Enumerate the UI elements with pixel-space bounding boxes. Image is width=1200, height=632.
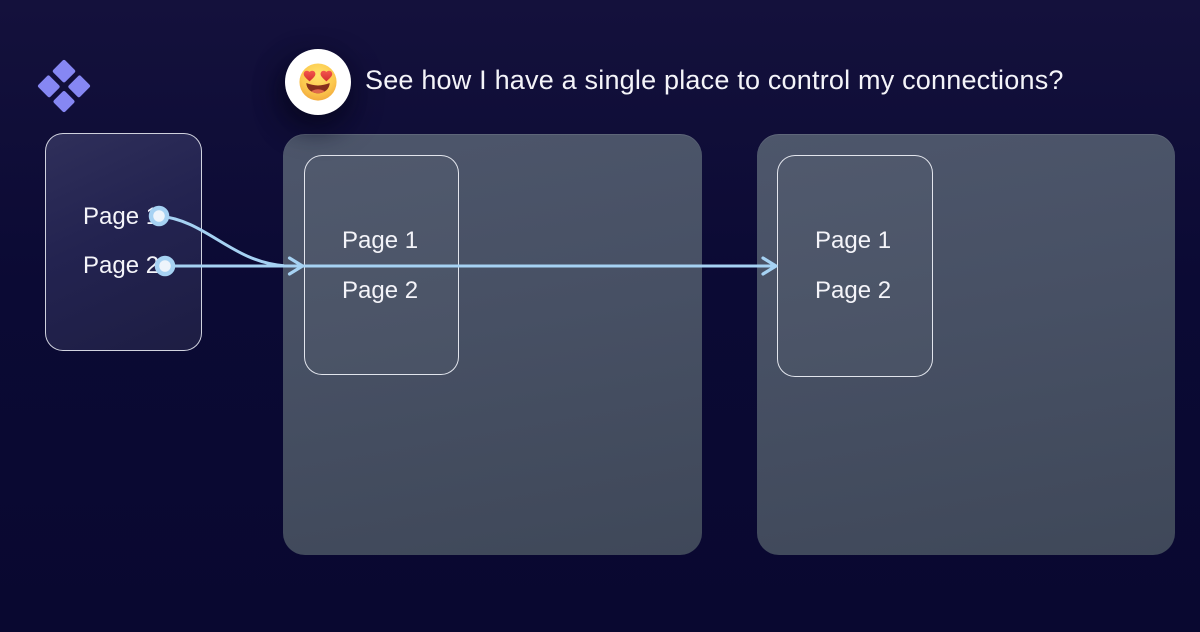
headline: See how I have a single place to control…	[365, 65, 1064, 95]
logo-diamond	[67, 74, 91, 98]
page-label: Page 2	[83, 252, 160, 279]
logo-diamond	[37, 74, 61, 98]
logo-diamond	[52, 89, 76, 113]
four-diamonds-logo-icon	[37, 59, 91, 113]
page-label: Page 2	[815, 277, 892, 304]
source-page-card[interactable]: Page 1 Page 2	[45, 133, 202, 351]
right-panel	[757, 134, 1175, 555]
page-label: Page 1	[342, 227, 419, 254]
page-label: Page 2	[342, 277, 419, 304]
middle-page-card[interactable]: Page 1 Page 2	[304, 155, 459, 375]
heart-eyes-emoji-icon	[285, 49, 351, 115]
logo-diamond	[52, 59, 76, 83]
page-label: Page 1	[815, 227, 892, 254]
heart-eyes-face	[299, 63, 337, 101]
right-page-card[interactable]: Page 1 Page 2	[777, 155, 933, 377]
page-label: Page 1	[83, 203, 160, 230]
middle-panel	[283, 134, 702, 555]
